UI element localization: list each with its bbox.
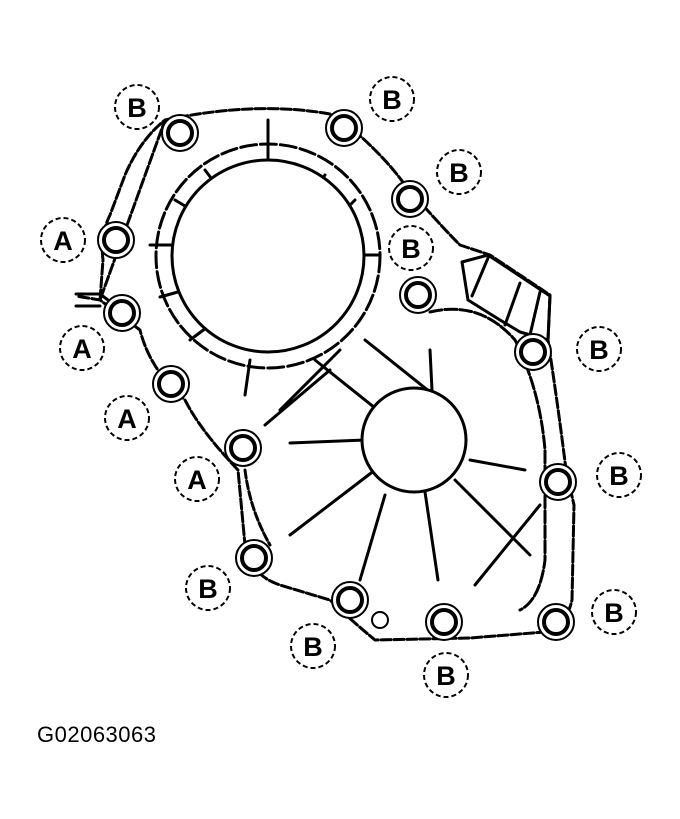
svg-text:B: B — [609, 461, 629, 491]
callout-a2: A — [59, 325, 105, 371]
bolt-hole-b10[interactable] — [539, 463, 577, 501]
svg-text:B: B — [382, 85, 402, 115]
callout-b2: B — [369, 76, 415, 122]
callout-b3: B — [436, 149, 482, 195]
svg-text:A: A — [72, 334, 92, 364]
callout-a3: A — [104, 395, 150, 441]
bolt-hole-a2[interactable] — [103, 294, 141, 332]
callout-b11: B — [185, 565, 231, 611]
svg-text:B: B — [303, 632, 323, 662]
callout-b5: B — [576, 326, 622, 372]
small-bore — [360, 386, 468, 494]
bolt-hole-b4[interactable] — [399, 276, 437, 314]
dowel-hole — [371, 611, 389, 629]
callout-b14: B — [591, 589, 637, 635]
callout-b12: B — [290, 623, 336, 669]
bolt-hole-b5[interactable] — [514, 333, 552, 371]
bolt-hole-b11[interactable] — [235, 539, 273, 577]
callout-labels: B B B B B A A A A B B B B B — [40, 76, 642, 698]
svg-text:B: B — [589, 335, 609, 365]
callout-b10: B — [596, 452, 642, 498]
svg-text:A: A — [117, 404, 137, 434]
bolt-hole-b2[interactable] — [325, 109, 363, 147]
bolt-hole-a1[interactable] — [97, 221, 135, 259]
callout-a1: A — [40, 217, 86, 263]
svg-text:B: B — [604, 598, 624, 628]
callout-b1: B — [114, 84, 160, 130]
svg-text:B: B — [198, 574, 218, 604]
bolt-hole-a3[interactable] — [152, 365, 190, 403]
bolt-holes — [97, 109, 577, 641]
svg-text:A: A — [53, 226, 73, 256]
bores — [170, 158, 468, 629]
callout-b4: B — [388, 225, 434, 271]
svg-text:B: B — [127, 93, 147, 123]
bolt-hole-a4[interactable] — [224, 429, 262, 467]
large-bore — [170, 158, 366, 354]
bolt-hole-b12[interactable] — [331, 581, 369, 619]
svg-text:B: B — [449, 158, 469, 188]
callout-a4: A — [174, 456, 220, 502]
bolt-hole-b14[interactable] — [537, 603, 575, 641]
bolt-hole-b1[interactable] — [161, 114, 199, 152]
svg-text:B: B — [401, 234, 421, 264]
figure-caption: G02063063 — [37, 722, 157, 747]
callout-b13: B — [423, 652, 469, 698]
svg-text:B: B — [436, 661, 456, 691]
bolt-hole-b13[interactable] — [425, 603, 463, 641]
svg-text:A: A — [187, 465, 207, 495]
bolt-hole-b3[interactable] — [391, 180, 429, 218]
